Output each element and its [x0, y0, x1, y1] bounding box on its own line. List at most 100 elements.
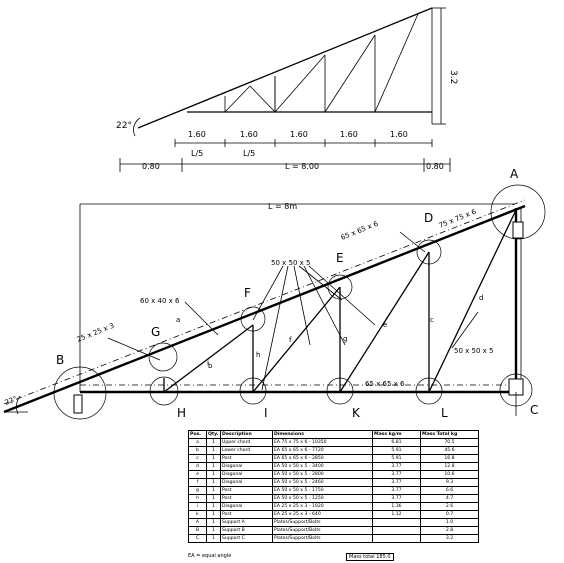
table-cell: h [188, 494, 207, 503]
node-label-i: I [264, 406, 268, 420]
leader [308, 265, 376, 326]
table-cell: 1 [206, 526, 221, 535]
node-label-e: E [336, 251, 344, 265]
table-cell: 45.6 [420, 446, 479, 455]
table-cell: 1 [206, 486, 221, 495]
table-cell: Support A [220, 518, 273, 527]
table-cell: Post [220, 486, 273, 495]
table-cell: Support B [220, 526, 273, 535]
table-cell: Plates/Support/Bolts [272, 534, 373, 543]
node-label-d: D [424, 211, 433, 225]
table-cell: Diagonal [220, 478, 273, 487]
leader [107, 337, 161, 361]
upper-chord-axis [3, 199, 526, 405]
table-cell: 1 [206, 518, 221, 527]
table-cell: Post [220, 510, 273, 519]
member-letter-i: i [207, 359, 209, 367]
table-cell: 1 [206, 446, 221, 455]
table-cell: 70.5 [420, 438, 479, 447]
mass-total: Mass total 185.0 [346, 553, 394, 561]
member-letter-h: h [256, 351, 260, 359]
top-diagonal [324, 34, 376, 113]
table-cell: Plates/Support/Bolts [272, 518, 373, 527]
table-cell: Diagonal [220, 470, 273, 479]
panel-label: 1.60 [188, 130, 206, 139]
table-cell: EA 25 x 25 x 3 - 640 [272, 510, 373, 519]
table-cell: 10.6 [420, 470, 479, 479]
overhang-left-label: 0.80 [142, 162, 160, 171]
top-diagonal [274, 54, 326, 113]
panel-label: 1.60 [390, 130, 408, 139]
span-label: L = 8.00 [285, 162, 319, 171]
leader [303, 265, 346, 346]
diagonal-e [339, 251, 430, 393]
span-dimension-label: L = 8m [268, 202, 297, 211]
table-cell: Plates/Support/Bolts [272, 526, 373, 535]
table-cell: 1 [206, 510, 221, 519]
table-cell: Diagonal [220, 502, 273, 511]
detail-circle-d [416, 239, 442, 265]
table-cell: C [188, 534, 207, 543]
table-cell: 1 [206, 494, 221, 503]
table-cell: EA 50 x 50 x 5 - 1250 [272, 494, 373, 503]
leader [399, 231, 426, 253]
leader [451, 311, 479, 349]
table-cell: EA 65 x 65 x 6 - 7720 [272, 446, 373, 455]
table-cell: 16.8 [420, 454, 479, 463]
table-cell: EA 75 x 75 x 6 - 10350 [272, 438, 373, 447]
detail-circle-k [326, 377, 354, 405]
table-cell: Lower chord [220, 446, 273, 455]
node-label-g: G [151, 325, 160, 339]
detail-circle-i [239, 377, 267, 405]
node-label-b: B [56, 353, 64, 367]
table-cell: EA 50 x 50 x 5 - 2460 [272, 478, 373, 487]
table-cell [372, 518, 421, 527]
table-cell: i [188, 502, 207, 511]
col-header: Description [220, 430, 273, 439]
top-angle-label: 22° [116, 121, 132, 131]
profile-label-strut-g: 25 x 25 x 3 [76, 322, 116, 344]
leader [184, 301, 219, 336]
table-cell: Support C [220, 534, 273, 543]
table-cell: g [188, 486, 207, 495]
table-cell: b [188, 446, 207, 455]
parts-table: Pos. Qty. Description Dimensions Mass kg… [188, 430, 479, 543]
table-cell: 5.91 [372, 454, 421, 463]
table-cell: 6.6 [420, 486, 479, 495]
top-diagonal [224, 85, 251, 113]
detail-circle-h [149, 376, 179, 406]
table-cell: 6.81 [372, 438, 421, 447]
detail-circle-l [415, 377, 443, 405]
profile-label-diagonal-right: 50 x 50 x 5 [454, 347, 493, 355]
table-cell: Post [220, 454, 273, 463]
col-header: Mass Total kg [420, 430, 479, 439]
profile-label-posts: 50 x 50 x 5 [271, 259, 310, 267]
node-label-a: A [510, 167, 519, 181]
panel-fraction: L/5 [191, 149, 203, 158]
table-cell [372, 526, 421, 535]
table-cell: 5.91 [372, 446, 421, 455]
table-cell: 3.2 [420, 534, 479, 543]
leader [298, 265, 343, 301]
table-cell: Post [220, 494, 273, 503]
support-b-block [73, 394, 83, 414]
detail-circle-a [490, 184, 546, 240]
mass-total-label: Mass total [349, 554, 375, 560]
upper-chord [3, 204, 526, 414]
profile-label-struts-top: 65 x 65 x 6 [340, 219, 380, 241]
table-cell: 3.77 [372, 478, 421, 487]
diagonal-i [163, 324, 254, 393]
detail-circle-e [327, 274, 353, 300]
member-letter-g: g [343, 335, 347, 343]
table-cell: 1 [206, 438, 221, 447]
table-cell [372, 534, 421, 543]
top-truss-outline [119, 7, 451, 172]
member-letter-c: c [430, 316, 434, 324]
